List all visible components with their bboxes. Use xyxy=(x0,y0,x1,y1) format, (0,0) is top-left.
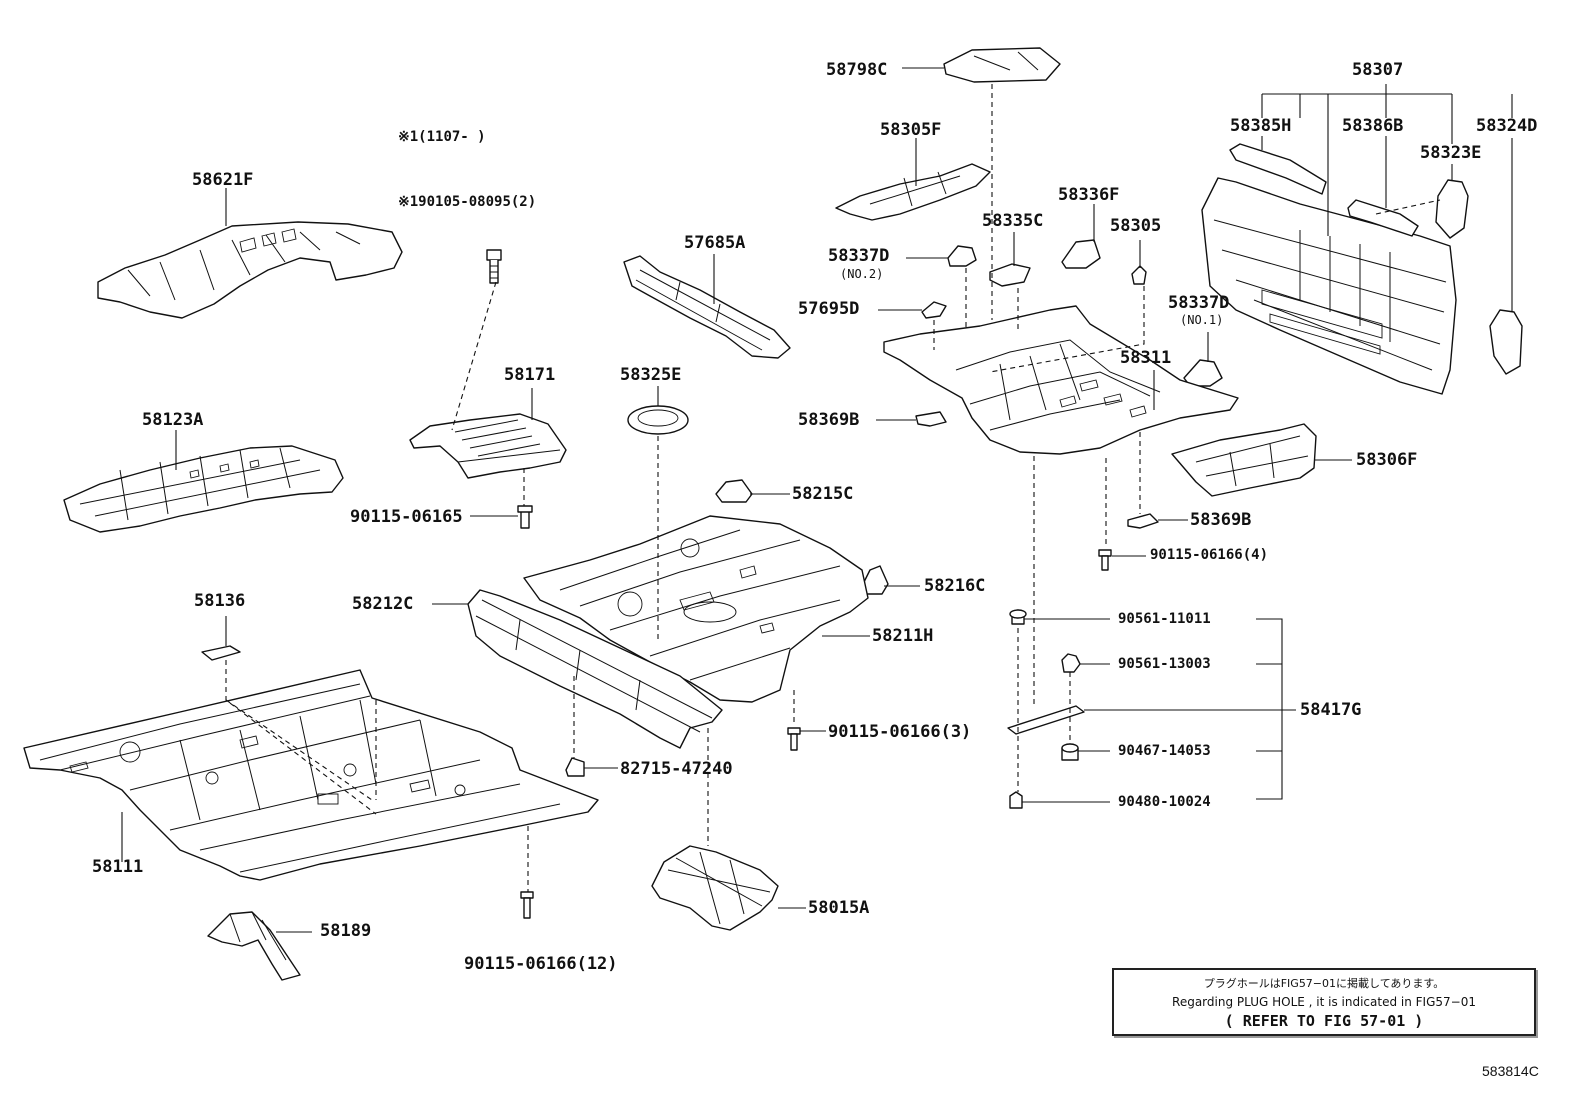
part-58305f-panel[interactable] xyxy=(835,163,991,221)
label-58305[interactable]: 58305 xyxy=(1110,216,1162,236)
leader-lines xyxy=(121,67,1513,933)
bolt-90115-06166-4[interactable] xyxy=(1098,549,1112,571)
figure-code: 583814C xyxy=(1482,1063,1539,1079)
part-57695d-bracket[interactable] xyxy=(921,301,947,319)
label-58306f[interactable]: 58306F xyxy=(1356,450,1418,470)
part-58369b-left[interactable] xyxy=(915,411,947,427)
part-58324d-bracket[interactable] xyxy=(1489,309,1523,375)
label-58323e[interactable]: 58323E xyxy=(1420,143,1482,163)
label-58417g[interactable]: 58417G xyxy=(1300,700,1362,720)
label-no1: (NO.1) xyxy=(1180,313,1224,327)
label-58189[interactable]: 58189 xyxy=(320,921,372,941)
note-japanese: プラグホールはFIG57−01に掲載してあります。 xyxy=(1203,977,1445,990)
part-58211h-center-floor[interactable] xyxy=(523,515,869,703)
part-58621f-insulator[interactable] xyxy=(97,221,403,319)
label-no2: (NO.2) xyxy=(840,267,884,281)
label-58336f[interactable]: 58336F xyxy=(1058,185,1120,205)
range-note: ※1(1107- ) xyxy=(398,129,486,145)
note-english: Regarding PLUG HOLE , it is indicated in… xyxy=(1172,995,1476,1009)
label-58171[interactable]: 58171 xyxy=(504,365,556,385)
label-58369b-left[interactable]: 58369B xyxy=(798,410,860,430)
label-90115-06166-12[interactable]: 90115-06166(12) xyxy=(464,954,618,974)
label-90561-13003[interactable]: 90561-13003 xyxy=(1118,656,1211,672)
label-58216c[interactable]: 58216C xyxy=(924,576,986,596)
part-58305-clip[interactable] xyxy=(1131,265,1147,285)
part-58215c-bracket[interactable] xyxy=(715,479,753,503)
label-90115-06166-4[interactable]: 90115-06166(4) xyxy=(1150,547,1269,563)
part-58337d-no1[interactable] xyxy=(1183,359,1223,387)
label-58305f[interactable]: 58305F xyxy=(880,120,942,140)
label-58324d[interactable]: 58324D xyxy=(1476,116,1538,136)
part-58307-rear-panel[interactable] xyxy=(1201,177,1457,395)
label-58369b-right[interactable]: 58369B xyxy=(1190,510,1252,530)
label-57685a[interactable]: 57685A xyxy=(684,233,746,253)
label-58386b[interactable]: 58386B xyxy=(1342,116,1404,136)
part-58386b-bracket[interactable] xyxy=(1347,199,1419,237)
part-58171-bracket[interactable] xyxy=(409,249,567,529)
label-58337d-no1[interactable]: 58337D xyxy=(1168,293,1230,313)
part-58798c-plate[interactable] xyxy=(943,47,1061,83)
part-58385h-bracket[interactable] xyxy=(1229,143,1327,195)
label-90561-11011[interactable]: 90561-11011 xyxy=(1118,611,1211,627)
part-58337d-no2[interactable] xyxy=(947,245,977,267)
hardware-58417g-group[interactable] xyxy=(1007,609,1085,809)
label-58307[interactable]: 58307 xyxy=(1352,60,1404,80)
label-58123a[interactable]: 58123A xyxy=(142,410,204,430)
part-57685a-member[interactable] xyxy=(623,255,791,359)
plug-hole-note: プラグホールはFIG57−01に掲載してあります。 Regarding PLUG… xyxy=(1112,968,1536,1036)
bolt-90115-06166-12[interactable] xyxy=(520,891,534,919)
label-58211h[interactable]: 58211H xyxy=(872,626,934,646)
dashed-assembly-lines xyxy=(225,84,1441,892)
label-58325e[interactable]: 58325E xyxy=(620,365,682,385)
label-82715-47240[interactable]: 82715-47240 xyxy=(620,759,733,779)
label-90115-06166-3[interactable]: 90115-06166(3) xyxy=(828,722,972,742)
label-58136[interactable]: 58136 xyxy=(194,591,246,611)
part-58015a-bracket[interactable] xyxy=(651,845,779,931)
label-57695d[interactable]: 57695D xyxy=(798,299,860,319)
part-58111-front-floor-pan[interactable] xyxy=(23,669,599,881)
label-58111[interactable]: 58111 xyxy=(92,857,144,877)
part-58323e-bracket[interactable] xyxy=(1435,179,1469,239)
label-90115-06165[interactable]: 90115-06165 xyxy=(350,507,463,527)
label-58798c[interactable]: 58798C xyxy=(826,60,888,80)
part-58189-bracket[interactable] xyxy=(207,911,301,981)
label-90480-10024[interactable]: 90480-10024 xyxy=(1118,794,1211,810)
bolt-90115-06166-3[interactable] xyxy=(787,727,801,751)
label-90467-14053[interactable]: 90467-14053 xyxy=(1118,743,1211,759)
label-58385h[interactable]: 58385H xyxy=(1230,116,1292,136)
part-58325e-grommet[interactable] xyxy=(627,405,689,435)
part-58335c-bracket[interactable] xyxy=(989,263,1031,287)
label-58212c[interactable]: 58212C xyxy=(352,594,414,614)
part-58311-rear-floor-pan[interactable] xyxy=(883,305,1239,455)
label-58215c[interactable]: 58215C xyxy=(792,484,854,504)
note-reference-link[interactable]: ( REFER TO FIG 57-01 ) xyxy=(1224,1012,1424,1030)
label-58337d-no2[interactable]: 58337D xyxy=(828,246,890,266)
starred-bolt-label[interactable]: ※190105-08095(2) xyxy=(398,194,537,210)
part-58123a-panel[interactable] xyxy=(63,445,344,533)
label-58015a[interactable]: 58015A xyxy=(808,898,870,918)
label-58621f[interactable]: 58621F xyxy=(192,170,254,190)
label-58335c[interactable]: 58335C xyxy=(982,211,1044,231)
part-58306f-panel[interactable] xyxy=(1171,423,1317,497)
part-58369b-right[interactable] xyxy=(1127,513,1159,529)
part-58212c-crossmember[interactable] xyxy=(467,589,723,749)
label-58311[interactable]: 58311 xyxy=(1120,348,1172,368)
part-58136-plate[interactable] xyxy=(201,645,241,661)
clip-82715-47240[interactable] xyxy=(565,757,585,777)
part-58336f-bracket[interactable] xyxy=(1061,239,1101,269)
